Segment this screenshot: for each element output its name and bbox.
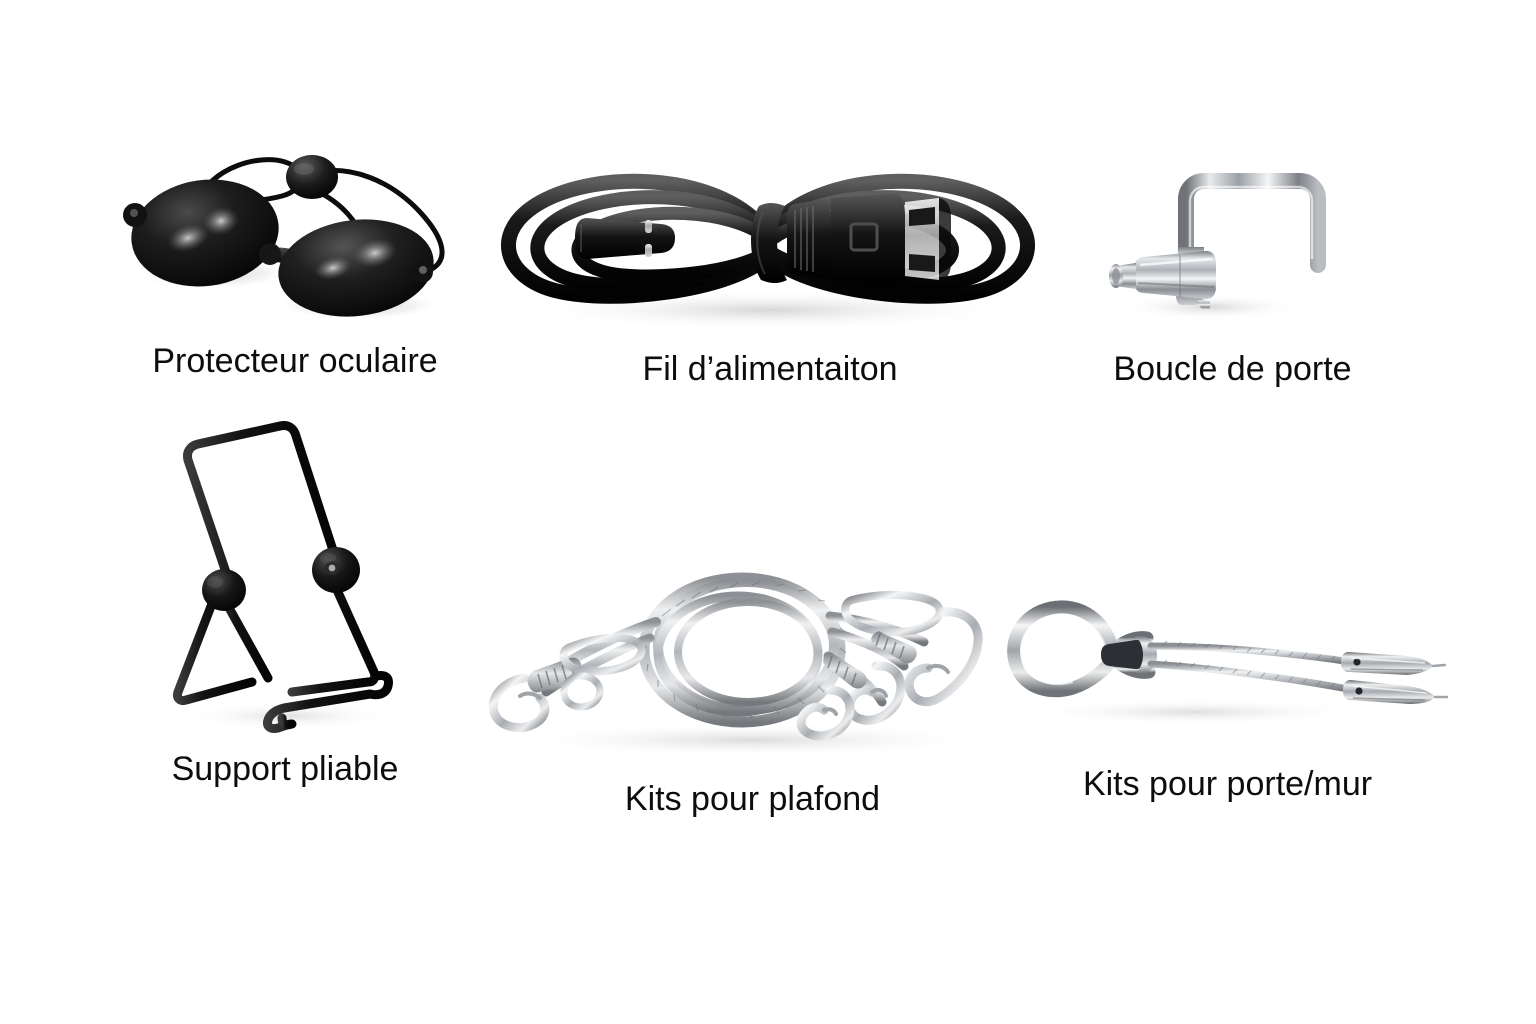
coiled-power-cable-photo	[495, 160, 1045, 335]
item-ceiling-kit: Kits pour plafond	[480, 560, 1025, 818]
item-label-eye-protector: Protecteur oculaire	[152, 342, 438, 380]
item-label-door-buckle: Boucle de porte	[1113, 350, 1352, 388]
eye-protection-goggles-photo	[100, 120, 490, 335]
item-door-buckle: Boucle de porte	[1100, 155, 1365, 388]
door-anchor-bracket-photo	[1100, 155, 1365, 330]
item-label-ceiling-kit: Kits pour plafond	[624, 780, 881, 818]
door-wall-cable-kit-photo	[995, 590, 1460, 750]
item-power-cord: Fil d’alimentaiton	[495, 160, 1045, 388]
item-door-wall-kit: Kits pour porte/mur	[995, 590, 1460, 810]
folding-wire-stand-photo	[160, 420, 410, 740]
item-folding-stand: Support pliable	[160, 420, 410, 810]
item-label-folding-stand: Support pliable	[171, 750, 399, 788]
item-eye-protector: Protecteur oculaire	[100, 120, 490, 380]
ceiling-cable-kit-photo	[480, 560, 1025, 765]
item-label-power-cord: Fil d’alimentaiton	[642, 350, 898, 388]
item-label-door-wall-kit: Kits pour porte/mur	[1082, 765, 1373, 803]
